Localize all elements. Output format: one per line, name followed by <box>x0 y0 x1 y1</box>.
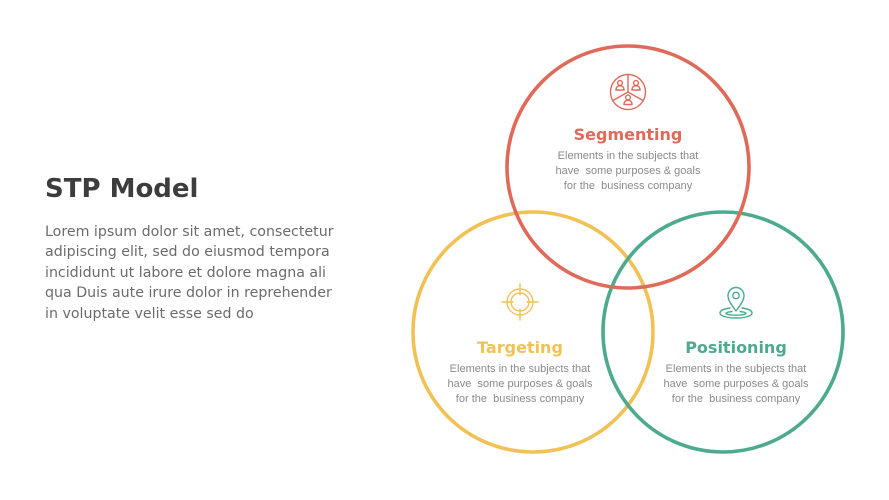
description-line: Lorem ipsum dolor sit amet, consectetur <box>45 224 334 240</box>
positioning-block: Positioning Elements in the subjects tha… <box>636 282 836 408</box>
targeting-circle <box>411 210 655 454</box>
body-line: Elements in the subjects that <box>665 363 807 375</box>
positioning-label: Positioning <box>685 338 787 357</box>
body-line: Elements in the subjects that <box>449 363 591 375</box>
body-line: for the business company <box>455 393 585 406</box>
segmenting-circle <box>505 44 751 290</box>
body-line: Elements in the subjects that <box>557 150 699 162</box>
segmenting-block: Segmenting Elements in the subjects that… <box>528 73 728 195</box>
targeting-label: Targeting <box>477 338 563 357</box>
positioning-description: Elements in the subjects that have some … <box>636 362 836 408</box>
body-line: have some purposes & goals <box>447 378 593 391</box>
segmented-group-icon <box>609 73 647 111</box>
segmenting-label: Segmenting <box>573 125 683 144</box>
description-line: adipiscing elit, sed do eiusmod tempora <box>45 244 330 261</box>
description-line: in voluptate velit esse sed do <box>45 305 254 322</box>
targeting-description: Elements in the subjects that have some … <box>420 362 620 408</box>
segmenting-description: Elements in the subjects that have some … <box>528 149 728 195</box>
description-text: Lorem ipsum dolor sit amet, consectetur … <box>45 222 375 324</box>
page-title: STP Model <box>45 174 199 204</box>
targeting-block: Targeting Elements in the subjects that … <box>420 282 620 408</box>
body-line: have some purposes & goals <box>663 378 809 391</box>
location-pin-icon <box>719 286 753 319</box>
body-line: for the business company <box>563 180 693 193</box>
body-line: have some purposes & goals <box>555 165 701 178</box>
body-line: for the business company <box>671 393 801 406</box>
description-line: incididunt ut labore et dolore magna ali <box>45 264 326 281</box>
description-line: qua Duis aute irure dolor in reprehender <box>45 285 332 302</box>
target-crosshair-icon <box>501 283 539 321</box>
positioning-circle <box>601 210 845 454</box>
